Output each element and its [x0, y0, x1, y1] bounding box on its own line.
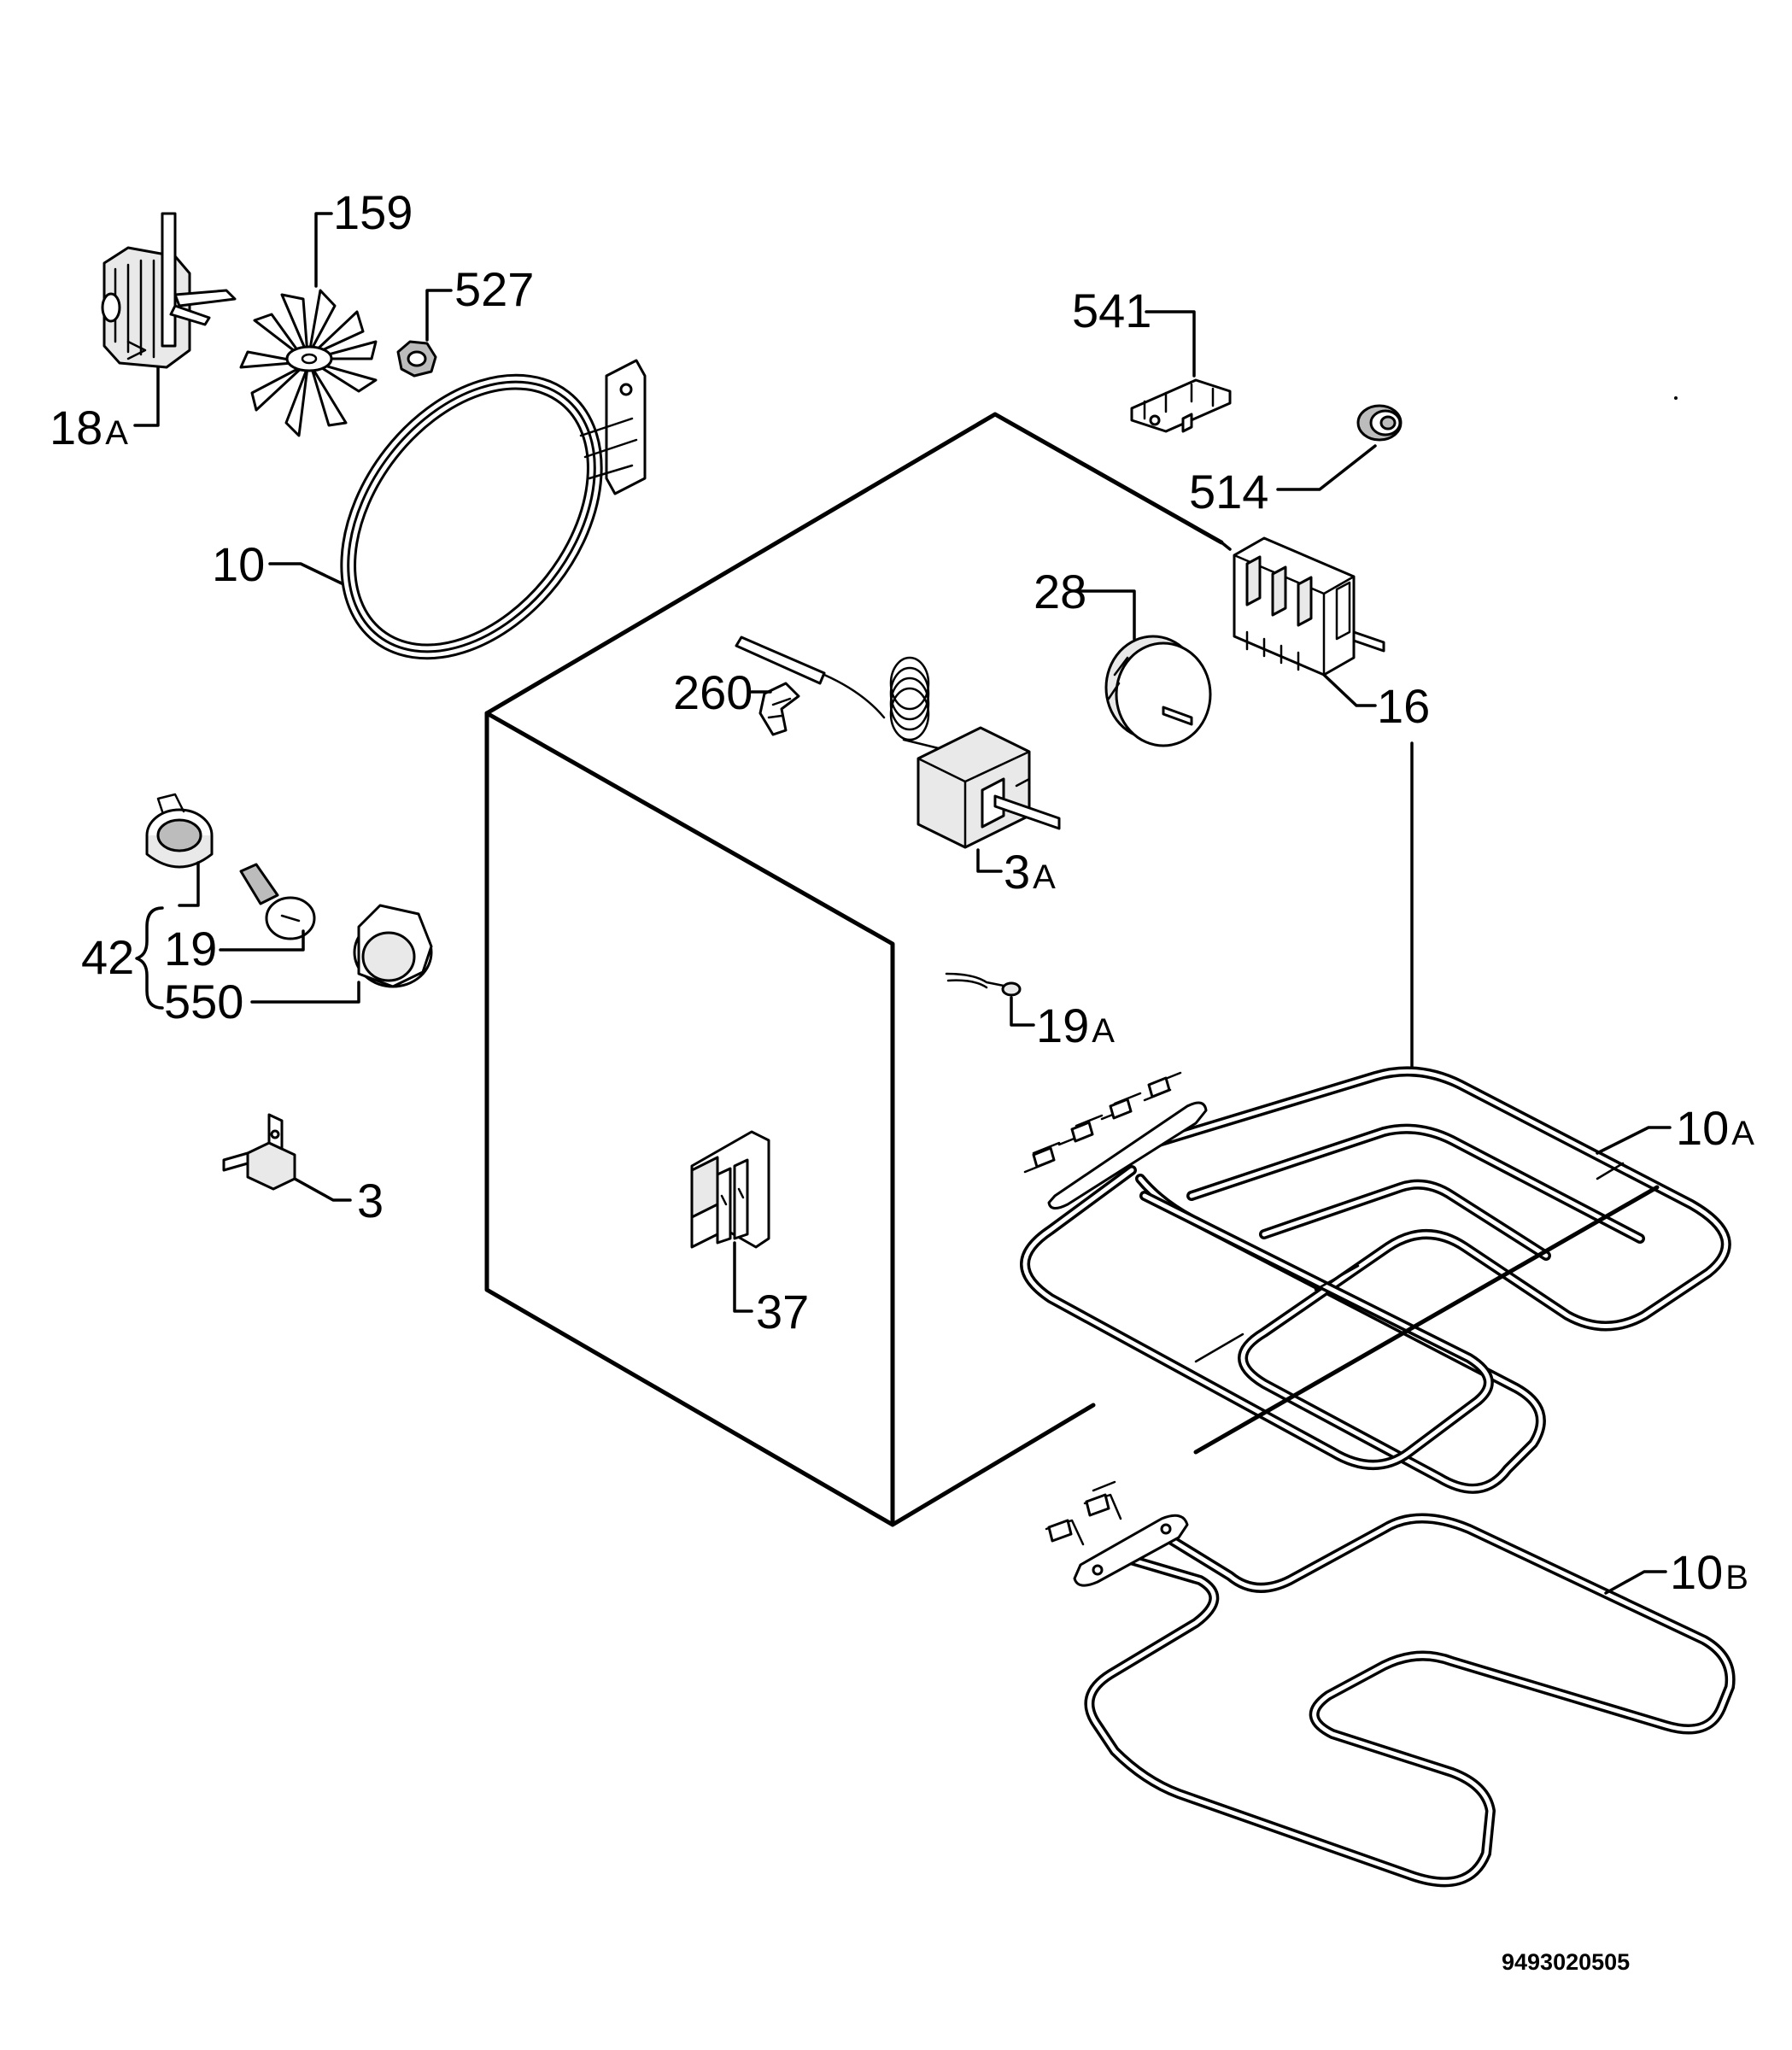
document-number: 9493020505 [1502, 1949, 1630, 1975]
callout-19A-label: 19A [1036, 999, 1115, 1052]
lamp-wire-part [945, 972, 1022, 997]
callout-3-label: 3 [357, 1174, 384, 1227]
callout-514-label: 514 [1189, 465, 1268, 518]
callout-37-label: 37 [756, 1285, 809, 1338]
nut-part [396, 340, 437, 378]
callout-10-label: 10 [212, 537, 265, 591]
terminal-clip-part [690, 1130, 770, 1249]
callout-550-label: 550 [164, 975, 243, 1028]
lamp-holder-part [145, 793, 214, 869]
fan-impeller-part [239, 289, 378, 437]
bush-part [1356, 404, 1403, 442]
callout-541-label: 541 [1072, 284, 1151, 337]
callout-260-label: 260 [673, 665, 753, 719]
callout-159-label: 159 [333, 185, 413, 239]
callout-42-label: 42 [81, 930, 134, 984]
grill-heating-element-part [1020, 1066, 1731, 1494]
selector-switch-part [1233, 536, 1385, 676]
safety-thermostat-part [222, 1113, 296, 1191]
thermostat-part [735, 636, 1061, 849]
callout-18A-label: 18A [50, 401, 128, 454]
circular-heating-element-part [340, 359, 647, 660]
callout-16-label: 16 [1377, 679, 1430, 733]
callout-28-label: 28 [1034, 565, 1086, 618]
callout-3A-label: 3A [1004, 845, 1056, 899]
lamp-bulb-part [239, 863, 316, 940]
sensor-clip-part [758, 682, 800, 736]
callout-19-label: 19 [164, 922, 217, 975]
oven-cavity-box [484, 412, 1224, 1527]
callout-527-label: 527 [454, 262, 534, 316]
callout-10A-label: 10A [1676, 1101, 1754, 1155]
terminal-block-part [1130, 378, 1232, 433]
timer-part [1104, 635, 1212, 747]
stray-mark [1674, 396, 1678, 400]
bottom-heating-element-part [1045, 1480, 1736, 1888]
fan-motor-part [101, 212, 237, 369]
callout-10B-label: 10B [1670, 1545, 1748, 1599]
lamp-cover-part [353, 904, 433, 988]
